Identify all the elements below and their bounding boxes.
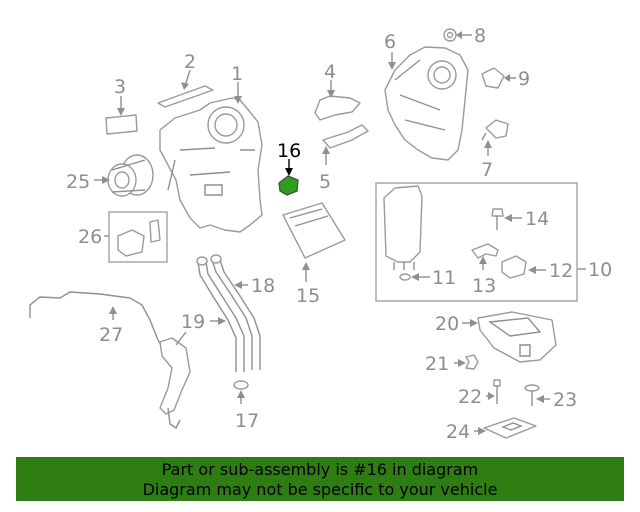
part-9-connector [481, 67, 505, 89]
part-24-pad [483, 417, 537, 439]
callout-25: 25 [66, 171, 90, 193]
info-banner: Part or sub-assembly is #16 in diagram D… [16, 457, 624, 501]
part-11-clip [399, 273, 411, 281]
part-14-screw [491, 208, 504, 230]
callout-12: 12 [549, 260, 573, 282]
part-27-harness [29, 291, 191, 430]
callout-22: 22 [458, 386, 482, 408]
part-26-box [108, 211, 168, 263]
part-4-bracket [314, 95, 361, 121]
part-13-bracket [471, 243, 499, 259]
callout-24: 24 [446, 421, 470, 443]
callout-11: 11 [432, 267, 456, 289]
part-18-19-tubes [196, 254, 261, 372]
part-6-blower-housing [384, 46, 469, 161]
part-10-box [375, 182, 578, 302]
banner-line-1: Part or sub-assembly is #16 in diagram [161, 460, 479, 479]
callout-1: 1 [231, 63, 243, 85]
callout-3: 3 [114, 76, 126, 98]
part-25-blower-motor [107, 154, 154, 197]
part-5-bracket [322, 124, 369, 149]
banner-line-2: Diagram may not be specific to your vehi… [142, 480, 498, 499]
part-2-strip [157, 85, 214, 108]
part-21-clip [465, 354, 479, 370]
part-7-bolt [481, 119, 509, 141]
callout-20: 20 [435, 313, 459, 335]
callout-6: 6 [384, 31, 396, 53]
part-22-pin [493, 379, 501, 404]
callout-8: 8 [474, 25, 486, 47]
callout-7: 7 [481, 159, 493, 181]
callout-23: 23 [553, 389, 577, 411]
callout-5: 5 [319, 171, 331, 193]
callout-27: 27 [99, 324, 123, 346]
callout-2: 2 [184, 51, 196, 73]
callout-19: 19 [181, 311, 205, 333]
callout-13: 13 [472, 275, 496, 297]
part-17-oring [233, 380, 249, 390]
callout-26: 26 [78, 226, 102, 248]
callout-17: 17 [235, 410, 259, 432]
part-20-tray [477, 311, 557, 363]
part-1-hvac-case [159, 97, 263, 233]
callout-9: 9 [518, 68, 530, 90]
part-12-sensor [501, 255, 527, 279]
part-16-highlight [278, 175, 299, 196]
part-15-heater-core [282, 202, 346, 259]
part-3-pad [105, 114, 138, 135]
callout-4: 4 [324, 61, 336, 83]
part-10-module [383, 185, 423, 270]
callout-18: 18 [251, 275, 275, 297]
callout-21: 21 [425, 353, 449, 375]
callout-14: 14 [525, 208, 549, 230]
part-23-pushpin [524, 384, 540, 406]
callout-16: 16 [277, 140, 301, 162]
callout-10: 10 [588, 259, 612, 281]
callout-15: 15 [296, 285, 320, 307]
